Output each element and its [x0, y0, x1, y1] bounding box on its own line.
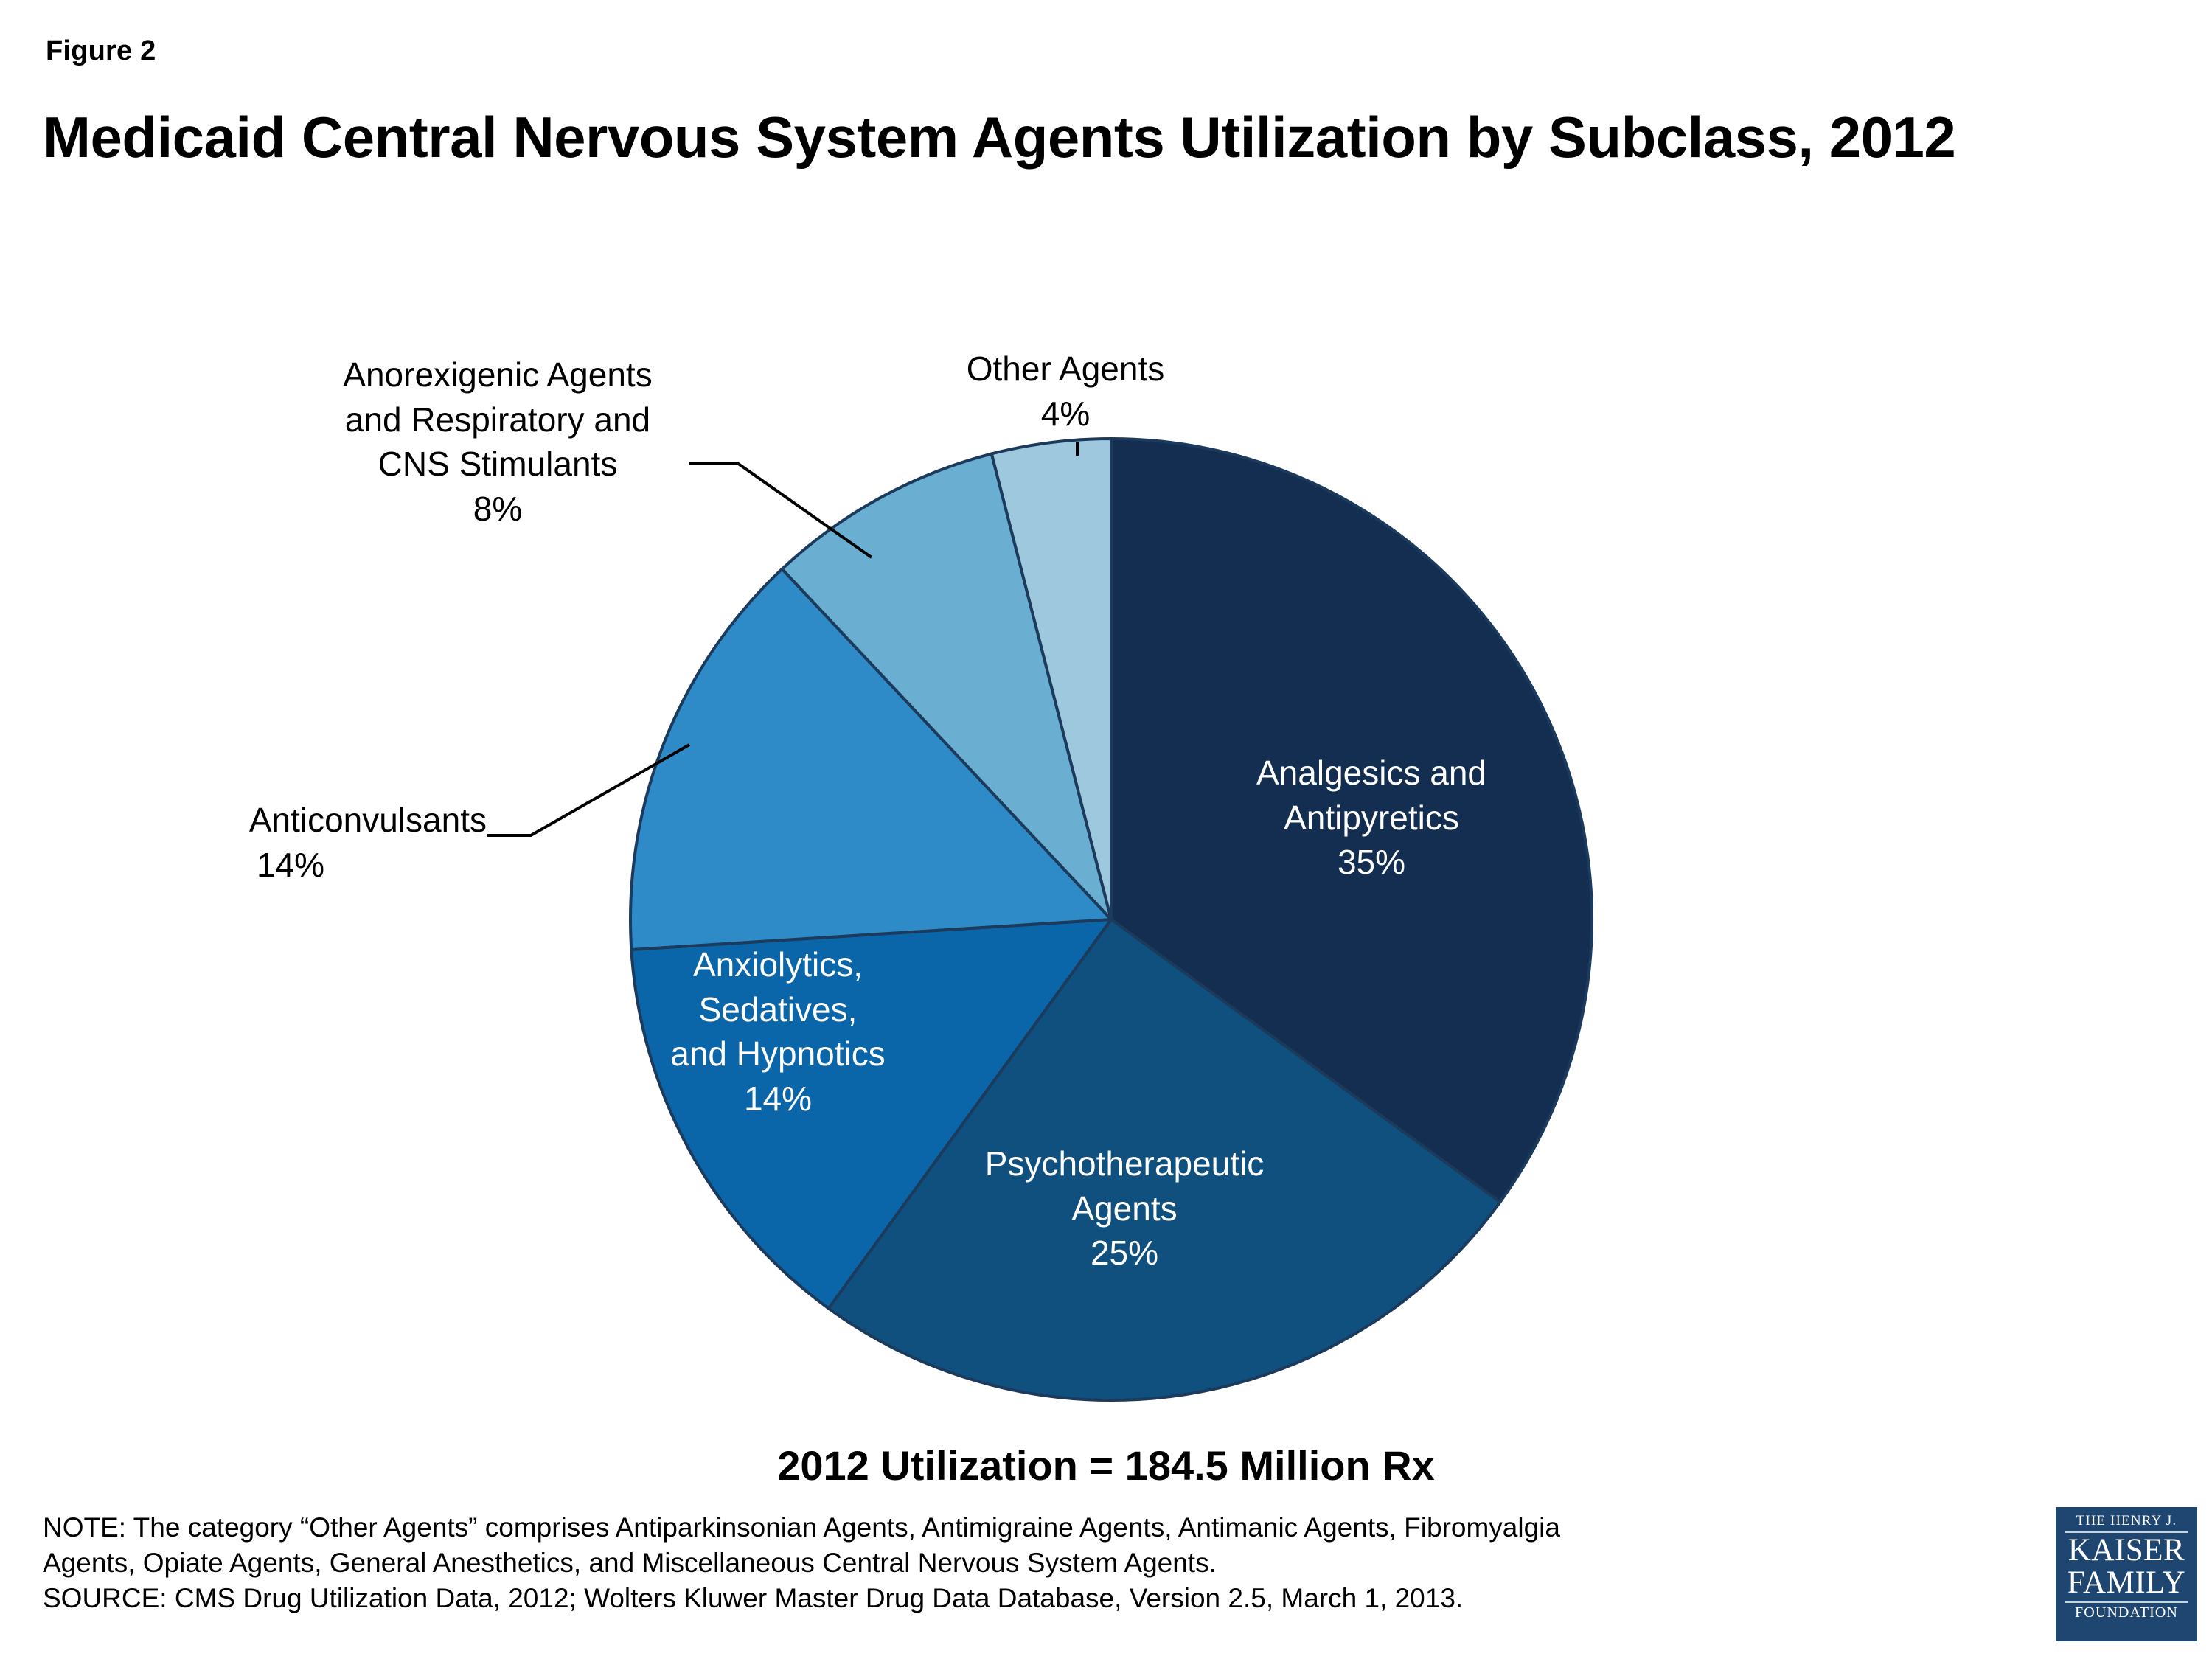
- slice-label-line: and Hypnotics: [670, 1034, 886, 1074]
- pie-slice-analgesics-and-antipyretics[interactable]: [1110, 437, 1593, 1205]
- slice-label-analgesics-and-antipyretics: Analgesics and Antipyretics 35%: [1217, 751, 1526, 885]
- slice-label-other-agents: Other Agents 4%: [925, 347, 1206, 436]
- slice-label-line: Anorexigenic Agents: [343, 355, 653, 394]
- slice-label-anticonvulsants: Anticonvulsants 14%: [147, 798, 487, 887]
- slice-label-line: and Respiratory and: [344, 400, 651, 439]
- slice-label-line: Analgesics and: [1256, 754, 1486, 792]
- pie-slice-other-agents[interactable]: [990, 437, 1113, 920]
- slice-label-anorexigenic-agents-and-respiratory-and-cns-stimulants: Anorexigenic Agents and Respiratory and …: [284, 352, 712, 532]
- slice-label-line: Sedatives,: [698, 990, 858, 1029]
- logo-divider-top: [2065, 1531, 2188, 1533]
- logo-divider-bottom: [2065, 1601, 2188, 1603]
- pie-slice-psychotherapeutic-agents[interactable]: [826, 917, 1503, 1402]
- slice-percent: 14%: [743, 1079, 813, 1119]
- note-line-1: NOTE: The category “Other Agents” compri…: [43, 1512, 1560, 1543]
- slice-percent: 4%: [1040, 394, 1091, 433]
- leader-line-anorexigenic: [689, 462, 873, 559]
- slice-label-anxiolytics-sedatives-and-hypnotics: Anxiolytics, Sedatives, and Hypnotics 14…: [630, 942, 925, 1121]
- pie-slices: [629, 437, 1593, 1402]
- slice-percent: 14%: [256, 845, 325, 884]
- note-line-2: Agents, Opiate Agents, General Anestheti…: [43, 1548, 1217, 1579]
- pie-slice-anorexigenic-agents-and-respiratory-and-cns-stimulants[interactable]: [779, 452, 1113, 921]
- slice-percent: 35%: [1337, 843, 1406, 882]
- slice-label-line: Antipyretics: [1284, 798, 1459, 837]
- source-line: SOURCE: CMS Drug Utilization Data, 2012;…: [43, 1583, 1464, 1614]
- slice-label-line: Anxiolytics,: [692, 945, 863, 984]
- slice-label-line: Psychotherapeutic: [984, 1144, 1265, 1183]
- figure-label: Figure 2: [46, 35, 156, 66]
- slice-percent: 25%: [1090, 1234, 1159, 1273]
- kaiser-family-foundation-logo: THE HENRY J. KAISER FAMILY FOUNDATION: [2056, 1507, 2197, 1641]
- pie-slice-anxiolytics-sedatives-and-hypnotics[interactable]: [630, 917, 1115, 1311]
- slice-label-line: Anticonvulsants: [248, 801, 487, 839]
- total-utilization-caption: 2012 Utilization = 184.5 Million Rx: [777, 1442, 1435, 1489]
- logo-line-the-henry-j: THE HENRY J.: [2076, 1513, 2177, 1528]
- slice-label-line: Other Agents: [966, 349, 1165, 388]
- slice-label-psychotherapeutic-agents: Psychotherapeutic Agents 25%: [933, 1141, 1316, 1276]
- page-title: Medicaid Central Nervous System Agents U…: [43, 105, 1956, 170]
- logo-line-foundation: FOUNDATION: [2075, 1604, 2178, 1621]
- logo-line-family: FAMILY: [2067, 1565, 2186, 1600]
- slice-percent: 8%: [473, 490, 523, 529]
- pie-slice-anticonvulsants[interactable]: [629, 566, 1115, 952]
- slice-label-line: CNS Stimulants: [378, 445, 618, 484]
- slice-label-line: Agents: [1071, 1189, 1178, 1228]
- leader-line-anticonvulsants: [487, 743, 690, 837]
- logo-line-kaiser: KAISER: [2067, 1532, 2185, 1568]
- callout-leader-lines: [487, 442, 1079, 837]
- footnotes: NOTE: The category “Other Agents” compri…: [43, 1510, 2019, 1616]
